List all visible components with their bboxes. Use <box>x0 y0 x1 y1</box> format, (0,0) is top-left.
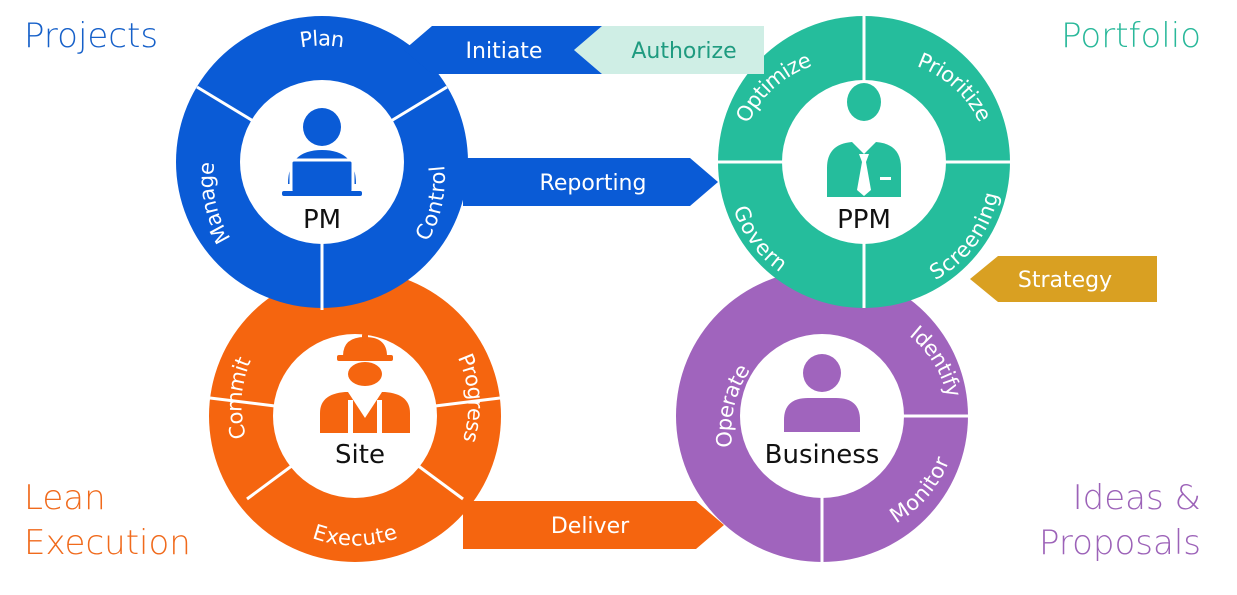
authorize-arrow-shape <box>574 26 764 74</box>
center-labels: PM PPM Site Business <box>303 205 891 470</box>
pm-center-label: PM <box>303 205 341 235</box>
pm-ring-dividers <box>196 85 448 310</box>
ppm-ring-dividers <box>718 16 1010 308</box>
deliver-arrow-shape <box>463 501 724 549</box>
site-ring-dividers <box>209 396 501 501</box>
initiate-arrow: Initiate <box>404 26 602 74</box>
person-icon <box>784 354 860 432</box>
reporting-arrow-shape <box>463 158 718 206</box>
construction-worker-icon <box>320 334 410 433</box>
initiate-arrow-shape <box>404 26 602 74</box>
lean-heading-line2: Execution <box>24 522 191 563</box>
ideas-heading-line1: Ideas & <box>1072 478 1201 518</box>
lean-heading-line1: Lean <box>24 478 106 518</box>
reporting-arrow: Reporting <box>463 158 718 206</box>
ideas-proposals-heading: Ideas & Proposals <box>1039 476 1201 566</box>
person-laptop-icon <box>282 108 362 196</box>
business-ring-dividers <box>820 414 968 562</box>
ideas-heading-line2: Proposals <box>1038 522 1201 563</box>
segment-plan: Plan <box>298 26 346 52</box>
reporting-label: Reporting <box>540 171 647 196</box>
portfolio-heading-text: Portfolio <box>1061 16 1201 56</box>
deliver-label: Deliver <box>551 514 630 539</box>
portfolio-heading: Portfolio <box>1061 14 1201 59</box>
projects-heading: Projects <box>24 14 158 59</box>
business-center-label: Business <box>765 440 880 470</box>
businessman-tie-icon <box>827 83 901 197</box>
projects-heading-text: Projects <box>24 16 159 56</box>
deliver-arrow: Deliver <box>463 501 724 549</box>
strategy-label: Strategy <box>1018 268 1112 293</box>
strategy-arrow-shape <box>970 256 1157 302</box>
ppm-center-label: PPM <box>837 205 891 235</box>
lean-execution-heading: Lean Execution <box>24 476 191 566</box>
site-center-label: Site <box>335 440 385 470</box>
authorize-label: Authorize <box>631 39 736 64</box>
initiate-label: Initiate <box>466 39 543 64</box>
strategy-arrow: Strategy <box>970 256 1157 302</box>
authorize-arrow: Authorize <box>574 26 764 74</box>
